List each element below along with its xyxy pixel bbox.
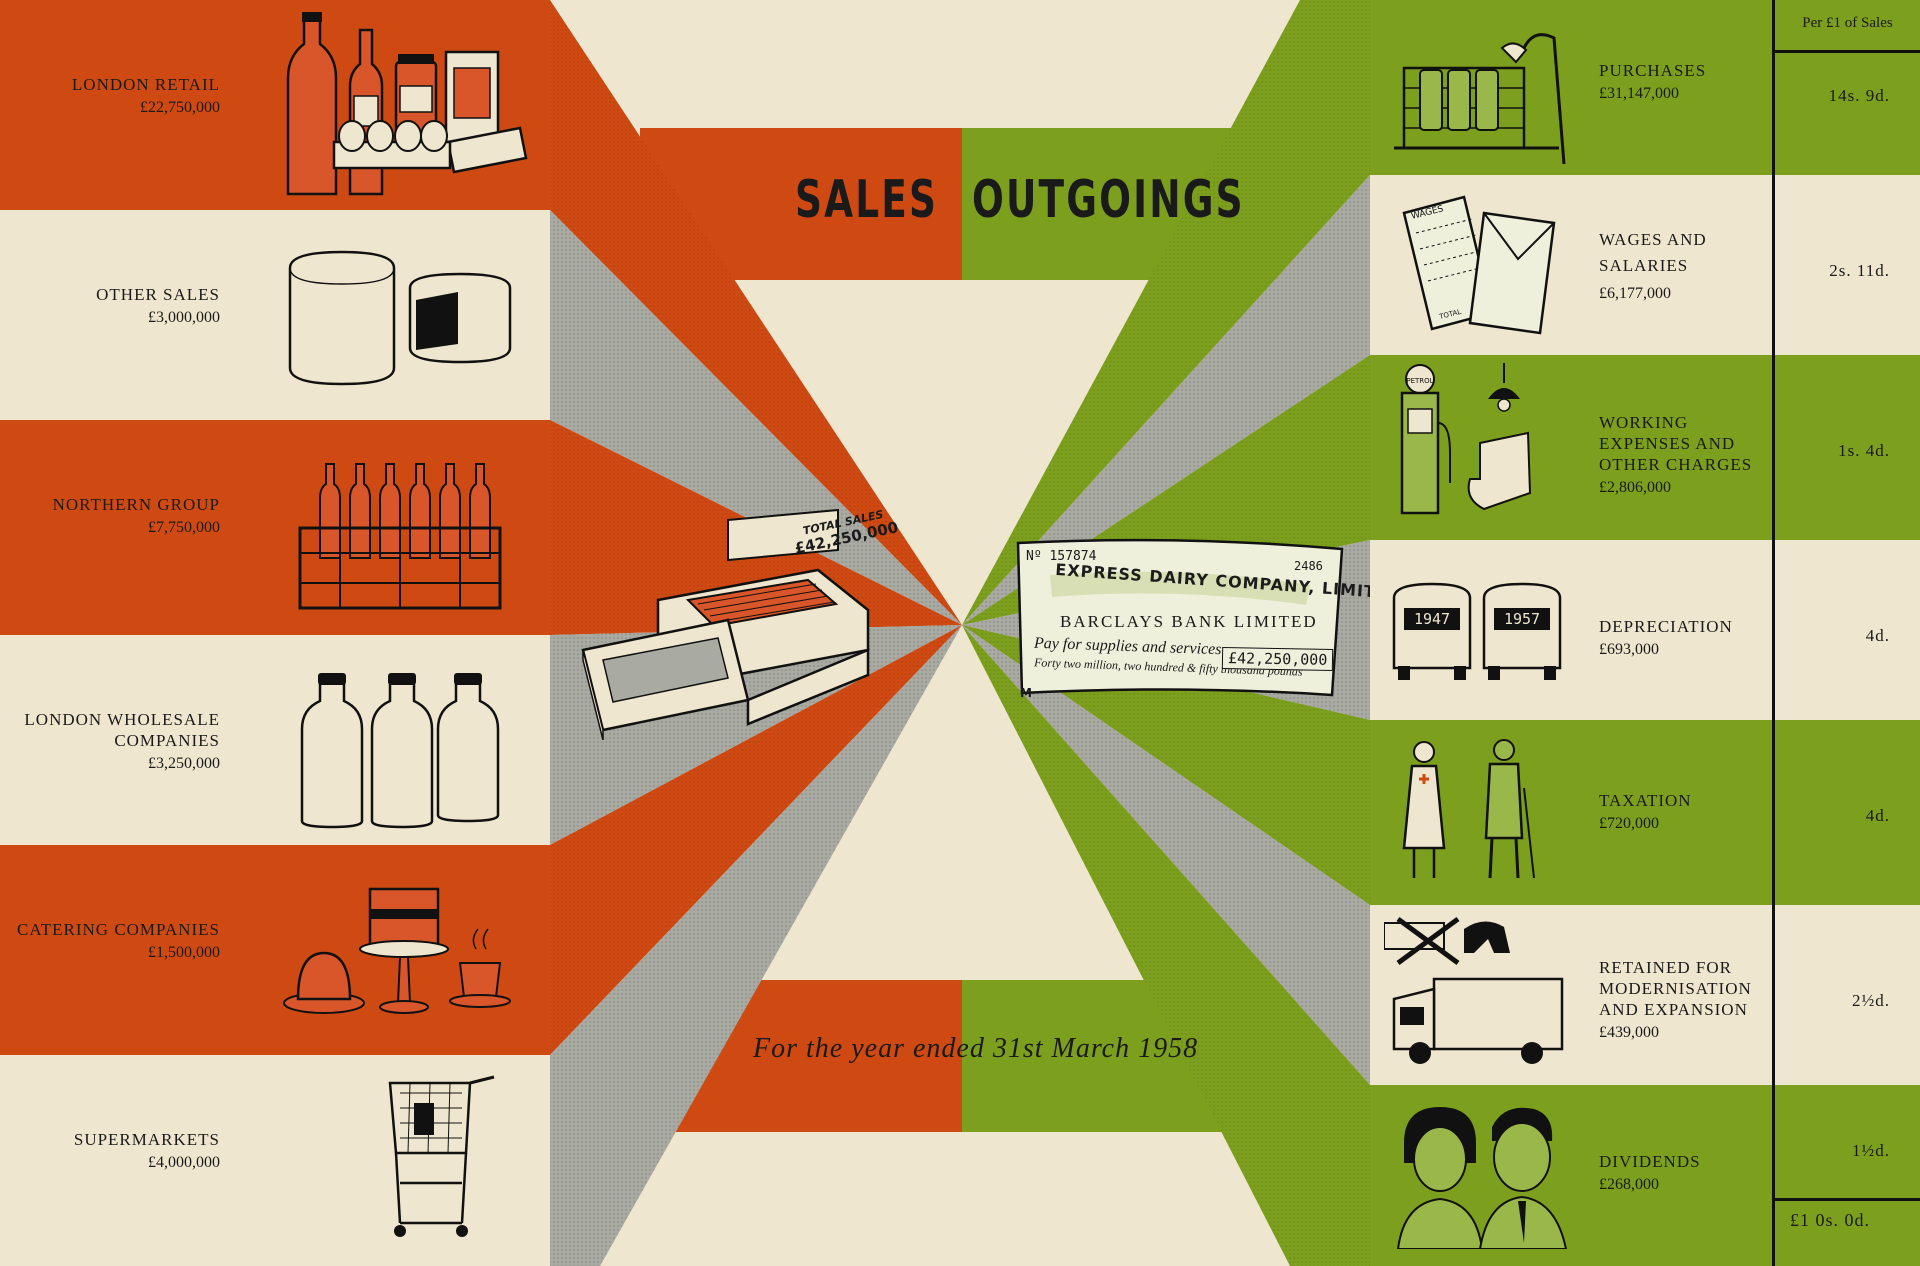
cheese-icon [288,250,512,386]
ray-supermarkets [550,625,962,1266]
outgoing-band-taxation: TAXATION £720,000 [1370,720,1775,905]
per-pound-cell: 4d. [1775,540,1920,720]
cheque-amount: £42,250,000 [1221,647,1334,671]
ray-purchases [962,0,1370,625]
sales-band-supermarkets: SUPERMARKETS £4,000,000 [0,1055,550,1266]
milk-bottle-groceries-icon [286,12,528,196]
per-pound-header: Per £1 of Sales [1802,15,1893,31]
sales-label: LONDON WHOLESALE COMPANIES £3,250,000 [10,709,220,774]
outgoing-amount: £31,147,000 [1599,85,1679,102]
per-pound-value: 4d. [1865,626,1890,645]
outgoing-label: TAXATION £720,000 [1599,790,1774,834]
milk-churn-icon [300,673,500,829]
petrol-sign: PETROL [1406,377,1433,385]
outgoing-amount: £268,000 [1599,1176,1659,1193]
nurse-soldier-icon [1402,739,1535,879]
delivery-vans-icon: 1947 1957 [1392,582,1562,680]
sales-label: CATERING COMPANIES £1,500,000 [10,919,220,963]
per-pound-cell: 1½d. [1775,1085,1920,1266]
per-pound-cell: 2s. 11d. [1775,175,1920,355]
sales-label: OTHER SALES £3,000,000 [10,284,220,328]
per-pound-value: 2½d. [1852,991,1890,1010]
per-pound-value: 2s. 11d. [1829,261,1890,280]
column-divider [1772,0,1775,1266]
wage-slip-envelope-icon: WAGES TOTAL [1402,195,1556,335]
milk-churns-gate-icon [1394,33,1566,164]
header-rule [1775,50,1920,53]
per-pound-value: 1s. 4d. [1838,441,1890,460]
petrol-pump-lamp-icon: PETROL [1400,363,1532,515]
bottle-crate-icon [298,463,502,610]
sales-amount: £7,750,000 [148,519,220,536]
sales-band-wholesale: LONDON WHOLESALE COMPANIES £3,250,000 [0,635,550,845]
ray-dividends [962,625,1370,1266]
outgoing-label: DEPRECIATION £693,000 [1599,616,1774,660]
outgoing-band-wages: WAGES TOTAL WAGES AND SALARIES £6,177,00… [1370,175,1775,355]
outgoing-label: WAGES AND SALARIES £6,177,000 [1599,227,1774,307]
per-pound-cell: 14s. 9d. [1775,0,1920,175]
sales-amount: £3,000,000 [148,309,220,326]
sales-heading: SALES [795,170,939,230]
outgoing-amount: £2,806,000 [1599,479,1671,496]
van-year-new: 1957 [1504,610,1540,628]
outgoing-band-depreciation: 1947 1957 DEPRECIATION £693,000 [1370,540,1775,720]
per-pound-cell: 4d. [1775,720,1920,905]
cheque-number: Nº 157874 [1026,549,1097,564]
outgoing-amount: £6,177,000 [1599,285,1671,302]
sales-label: SUPERMARKETS £4,000,000 [10,1129,220,1173]
sales-band-northern: NORTHERN GROUP £7,750,000 [0,420,550,635]
sales-band-catering: CATERING COMPANIES £1,500,000 [0,845,550,1055]
per-pound-column: 14s. 9d. 2s. 11d. 1s. 4d. 4d. 4d. 2½d. 1… [1775,0,1920,1266]
outgoings-heading: OUTGOINGS [972,170,1245,230]
outgoing-label: RETAINED FOR MODERNISATION AND EXPANSION… [1599,957,1774,1043]
horse-cart-lorry-icon [1384,916,1564,1064]
outgoing-band-retained: RETAINED FOR MODERNISATION AND EXPANSION… [1370,905,1775,1085]
shopping-trolley-icon [388,1075,495,1237]
sales-band-other: OTHER SALES £3,000,000 [0,210,550,420]
ray-other-sales [550,210,962,625]
outgoing-band-working: PETROL WORKING EXPENSES AND OTHER CHARGE… [1370,355,1775,540]
ray-london-retail [550,0,962,625]
sales-amount: £4,000,000 [148,1154,220,1171]
cheque-code: 2486 [1294,559,1323,573]
per-pound-value: 1½d. [1852,1141,1890,1160]
cake-stand-icon [283,887,511,1014]
outgoing-label: PURCHASES £31,147,000 [1599,60,1774,104]
outgoing-label: WORKING EXPENSES AND OTHER CHARGES £2,80… [1599,412,1774,498]
per-pound-value: 14s. 9d. [1828,86,1890,105]
year-caption: For the year ended 31st March 1958 [753,1033,1199,1064]
sales-band-london-retail: LONDON RETAIL £22,750,000 [0,0,550,210]
sales-amount: £3,250,000 [148,755,220,772]
sales-label: LONDON RETAIL £22,750,000 [10,74,220,118]
cheque-mark: M [1020,686,1032,700]
per-pound-cell: 1s. 4d. [1775,355,1920,540]
outgoing-label: DIVIDENDS £268,000 [1599,1151,1774,1195]
sales-label: NORTHERN GROUP £7,750,000 [10,494,220,538]
sales-amount: £22,750,000 [140,99,220,116]
cash-register-icon [581,508,870,740]
total-rule [1775,1198,1920,1201]
van-year-old: 1947 [1414,610,1450,628]
outgoing-band-purchases: PURCHASES £31,147,000 [1370,0,1775,175]
outgoing-amount: £693,000 [1599,641,1659,658]
outgoing-amount: £720,000 [1599,815,1659,832]
sales-amount: £1,500,000 [148,944,220,961]
per-pound-value: 4d. [1865,806,1890,825]
shareholders-couple-icon [1396,1107,1568,1249]
outgoing-band-dividends: DIVIDENDS £268,000 [1370,1085,1775,1266]
cheque-bank: BARCLAYS BANK LIMITED [1060,612,1318,631]
per-pound-cell: 2½d. [1775,905,1920,1085]
per-pound-total: £1 0s. 0d. [1790,1210,1871,1230]
outgoing-amount: £439,000 [1599,1024,1659,1041]
ray-wages [962,175,1370,625]
